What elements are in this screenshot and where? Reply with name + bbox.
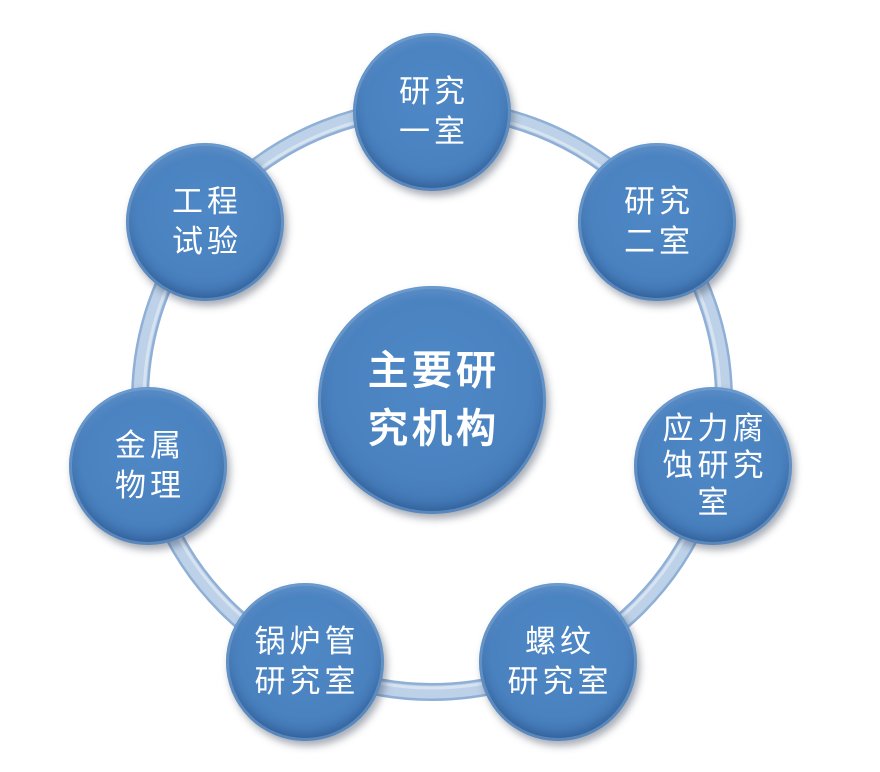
node-thread-lab: 螺纹 研究室 [479,583,637,741]
center-node-main-research-institutions: 主要研 究机构 [318,286,546,514]
node-label-line: 研究室 [507,664,613,700]
node-label-line: 蚀研究 [662,447,768,484]
node-stress-corrosion-lab: 应力腐 蚀研究 室 [634,387,792,545]
node-label-line: 室 [697,484,733,521]
node-label-line: 一室 [399,114,469,150]
node-label-line: 工程 [172,184,242,220]
node-label-line: 研究 [399,74,469,110]
node-label-line: 锅炉管 [254,624,360,660]
node-label-line: 二室 [624,224,694,260]
center-label-line-2: 究机构 [368,406,500,452]
node-label-line: 物理 [115,468,185,504]
node-boiler-tube-lab: 锅炉管 研究室 [226,583,384,741]
node-metal-physics: 金属 物理 [69,387,227,545]
node-engineering-test: 工程 试验 [126,143,284,301]
node-label-line: 金属 [115,428,185,464]
node-label-line: 试验 [172,224,242,260]
node-label-line: 应力腐 [662,410,768,447]
node-research-office-2: 研究 二室 [578,143,736,301]
node-label-line: 研究室 [254,664,360,700]
node-label-line: 研究 [624,184,694,220]
center-label-line-1: 主要研 [368,348,500,394]
node-research-office-1: 研究 一室 [353,33,511,191]
node-label-line: 螺纹 [525,624,595,660]
